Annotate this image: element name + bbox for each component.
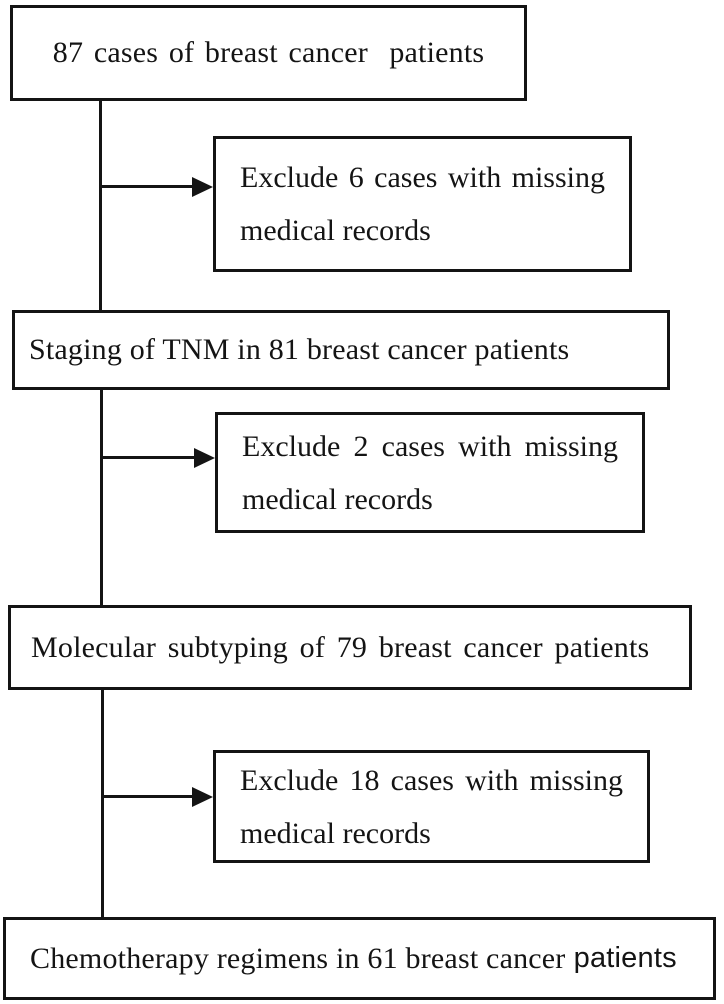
exclusion-box-2: Exclude 2 cases with missing medical rec…	[215, 412, 645, 533]
connector-line-3	[101, 690, 104, 917]
exclusion-1-line-1: Exclude 6 cases with missing	[240, 161, 605, 194]
connector-line-1	[99, 101, 102, 310]
exclusion-branch-line-3	[101, 795, 195, 798]
exclusion-3-line-1: Exclude 18 cases with missing	[240, 763, 623, 797]
exclusion-2-line-1: Exclude 2 cases with missing	[242, 429, 618, 463]
exclusion-box-3: Exclude 18 cases with missing medical re…	[213, 750, 650, 863]
stage-box-total-cases: 87 cases of breast cancer patients	[10, 5, 527, 101]
arrowhead-right-icon	[192, 176, 213, 197]
connector-line-2	[100, 390, 103, 605]
stage-label-tnm-staging: Staging of TNM in 81 breast cancer patie…	[29, 333, 570, 366]
exclusion-1-line-2: medical records	[240, 214, 431, 247]
stage-label-chemotherapy: Chemotherapy regimens in 61 breast cance…	[30, 941, 566, 975]
stage-box-chemotherapy: Chemotherapy regimens in 61 breast cance…	[3, 917, 716, 1000]
arrowhead-right-icon	[192, 786, 213, 807]
exclusion-3-line-2: medical records	[240, 816, 431, 850]
stage-label-total-cases: 87 cases of breast cancer patients	[52, 36, 485, 69]
arrowhead-right-icon	[194, 447, 215, 468]
stage-label-chemotherapy-tail: patients	[573, 942, 677, 974]
exclusion-2-line-2: medical records	[242, 482, 433, 516]
stage-label-molecular-subtyping: Molecular subtyping of 79 breast cancer …	[31, 630, 650, 664]
exclusion-branch-line-1	[99, 185, 197, 188]
stage-box-molecular-subtyping: Molecular subtyping of 79 breast cancer …	[8, 605, 692, 690]
exclusion-branch-line-2	[100, 456, 197, 459]
stage-box-tnm-staging: Staging of TNM in 81 breast cancer patie…	[12, 310, 670, 390]
exclusion-box-1: Exclude 6 cases with missing medical rec…	[213, 136, 632, 272]
